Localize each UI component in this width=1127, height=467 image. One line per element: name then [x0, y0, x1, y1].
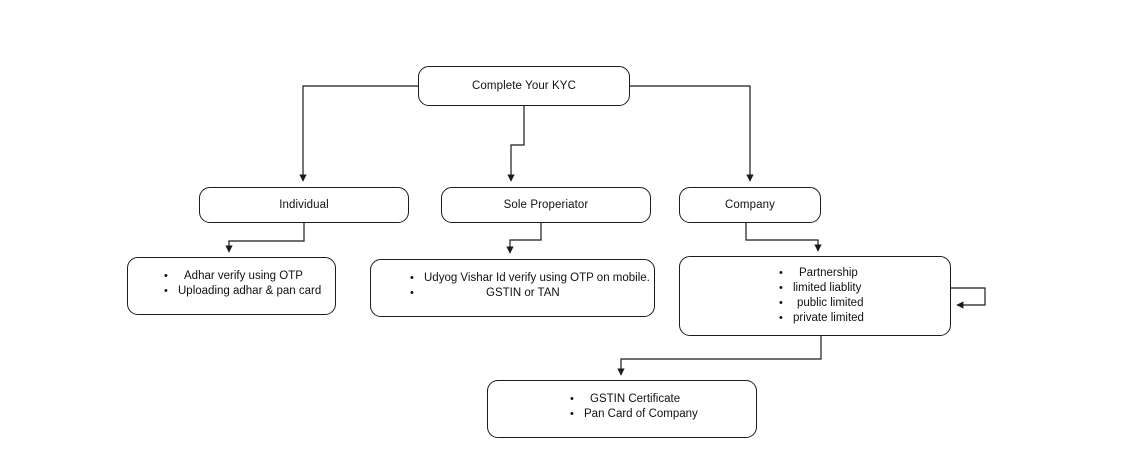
- node-individual[interactable]: Individual: [199, 187, 409, 223]
- list-item-label: Adhar verify using OTP: [184, 270, 303, 282]
- node-label-company: Company: [725, 198, 775, 211]
- list-item: GSTIN or TAN: [410, 286, 654, 301]
- connector-root-to-individual: [299, 85, 418, 182]
- node-sole-properiator[interactable]: Sole Properiator: [441, 187, 651, 223]
- list-item: Udyog Vishar Id verify using OTP on mobi…: [410, 271, 654, 286]
- node-company-types[interactable]: Partnership limited liablity public limi…: [679, 256, 951, 336]
- connector-root-to-company: [630, 85, 754, 182]
- list-item: private limited: [779, 311, 950, 326]
- list-item-label: Partnership: [799, 267, 858, 279]
- list-item: Uploading adhar & pan card: [164, 284, 335, 299]
- list-item: Adhar verify using OTP: [164, 269, 335, 284]
- bullet-list-individual: Adhar verify using OTP Uploading adhar &…: [164, 269, 335, 299]
- list-item-label: public limited: [797, 297, 864, 309]
- list-item-label: Pan Card of Company: [584, 408, 698, 420]
- node-sole-properiator-requirements[interactable]: Udyog Vishar Id verify using OTP on mobi…: [370, 259, 655, 317]
- list-item-label: limited liablity: [793, 282, 862, 294]
- list-item: Partnership: [779, 266, 950, 281]
- list-item-label: GSTIN or TAN: [486, 287, 560, 299]
- connector-sole-to-list: [506, 223, 542, 254]
- connector-individual-to-list: [225, 223, 305, 253]
- connector-root-to-sole: [507, 106, 525, 182]
- list-item: public limited: [779, 296, 950, 311]
- list-item-label: Uploading adhar & pan card: [178, 285, 322, 297]
- bullet-list-company-documents: GSTIN Certificate Pan Card of Company: [570, 392, 756, 422]
- connector-company-to-list: [745, 223, 822, 252]
- bullet-list-company: Partnership limited liablity public limi…: [779, 266, 950, 326]
- connector-company-list-to-bottom: [617, 336, 822, 376]
- list-item-label: private limited: [793, 312, 864, 324]
- node-company[interactable]: Company: [679, 187, 821, 223]
- list-item: Pan Card of Company: [570, 407, 756, 422]
- node-label-sole-properiator: Sole Properiator: [503, 198, 589, 211]
- list-item-label: Udyog Vishar Id verify using OTP on mobi…: [424, 272, 650, 284]
- list-item: GSTIN Certificate: [570, 392, 756, 407]
- node-complete-your-kyc[interactable]: Complete Your KYC: [418, 66, 630, 106]
- node-label-root: Complete Your KYC: [472, 79, 576, 92]
- connector-company-list-selfloop: [951, 287, 986, 309]
- node-label-individual: Individual: [279, 198, 329, 211]
- list-item: limited liablity: [779, 281, 950, 296]
- list-item-label: GSTIN Certificate: [590, 393, 681, 405]
- bullet-list-sole-properiator: Udyog Vishar Id verify using OTP on mobi…: [410, 271, 654, 301]
- node-individual-requirements[interactable]: Adhar verify using OTP Uploading adhar &…: [127, 257, 336, 315]
- node-company-documents[interactable]: GSTIN Certificate Pan Card of Company: [487, 380, 757, 438]
